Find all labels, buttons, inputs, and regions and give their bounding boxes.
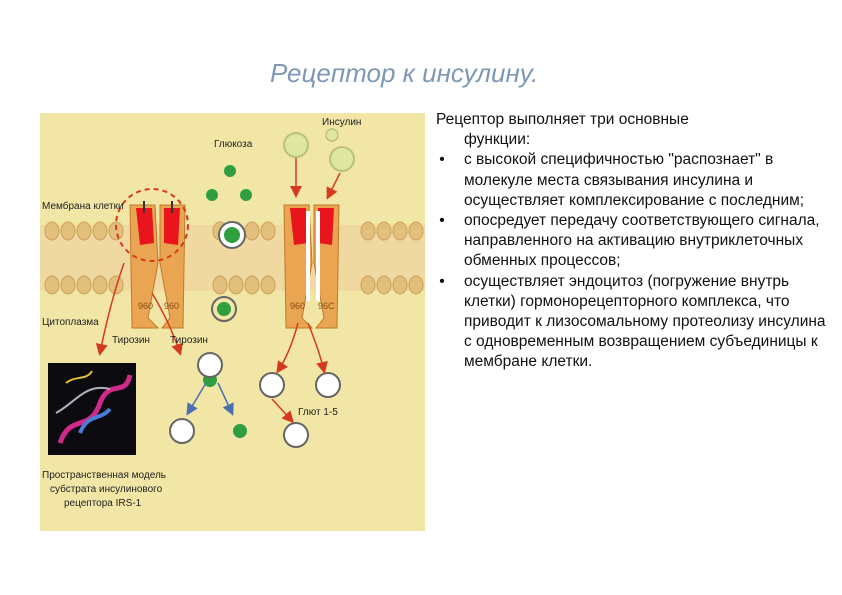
list-item-text: осуществляет эндоцитоз (погружение внутр… <box>464 272 826 371</box>
bullet-icon: • <box>439 212 445 230</box>
label-glut: Глют 1-5 <box>298 407 338 418</box>
label-960d: 96C <box>318 301 335 311</box>
label-glucose: Глюкоза <box>214 139 253 150</box>
figure-background <box>40 113 425 531</box>
list-item: • с высокой специфичностью "распознает" … <box>436 150 831 211</box>
insulin-molecules <box>283 128 355 172</box>
irs1-model-image <box>48 363 136 455</box>
label-insulin: Инсулин <box>322 117 361 128</box>
caption-line-2: субстрата инсулинового <box>50 483 163 495</box>
list-item: • осуществляет эндоцитоз (погружение вну… <box>436 272 831 373</box>
signal-arrows <box>95 262 328 424</box>
list-item-text: опосредует передачу соответствующего сиг… <box>464 212 820 270</box>
list-item: • опосредует передачу соответствующего с… <box>436 211 831 272</box>
caption-line-3: рецептора IRS-1 <box>64 498 142 509</box>
bullet-icon: • <box>439 151 445 169</box>
label-960c: 960 <box>290 301 305 311</box>
insulin-receptor-left <box>129 201 186 329</box>
label-tyrosine-left: Тирозин <box>112 335 150 346</box>
insulin-receptor-right <box>283 204 340 329</box>
label-membrane: Мембрана клетки <box>42 200 124 212</box>
binding-site-highlight <box>115 188 189 262</box>
insulin-arrows <box>290 158 341 200</box>
slide-title: Рецептор к инсулину. <box>270 58 539 88</box>
intro-line-1: Рецептор выполняет три основные <box>436 111 689 128</box>
label-tyrosine-right: Тирозин <box>170 335 208 346</box>
label-960b: 960 <box>164 301 179 311</box>
bullet-icon: • <box>439 272 445 290</box>
receptor-functions-text: Рецептор выполняет три основные функции:… <box>436 110 831 373</box>
glut-transporter <box>218 221 246 249</box>
functions-list: • с высокой специфичностью "распознает" … <box>436 150 831 372</box>
glut-vesicles <box>169 296 341 448</box>
label-960a: 960 <box>138 301 153 311</box>
caption-line-1: Пространственная модель <box>42 470 166 481</box>
intro-paragraph: Рецептор выполняет три основные функции: <box>436 110 831 150</box>
label-cytoplasm: Цитоплазма <box>42 317 99 328</box>
list-item-text: с высокой специфичностью "распознает" в … <box>464 151 805 209</box>
transport-arrows <box>186 382 234 416</box>
intro-line-2: функции: <box>464 131 531 149</box>
insulin-receptor-diagram: Инсулин Глюкоза Мембрана клетки Цитоплаз… <box>40 113 425 531</box>
